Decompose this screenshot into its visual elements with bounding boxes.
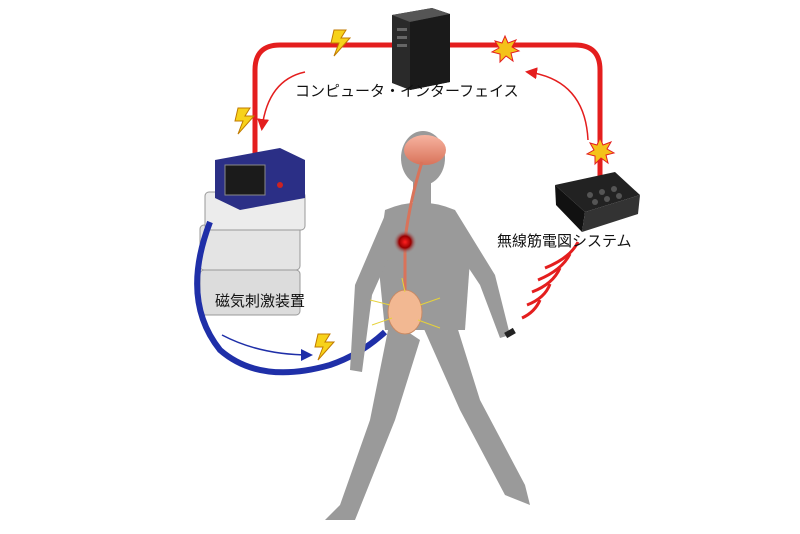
burst-icon (585, 136, 616, 166)
wireless-signal-icon (521, 241, 580, 320)
stimulation-point (393, 230, 417, 254)
flow-arrow-to-body (221, 334, 313, 361)
computer-server-icon (392, 8, 450, 90)
burst-icon (490, 34, 521, 64)
computer-interface-label: コンピュータ・インターフェイス (295, 82, 519, 100)
lightning-icon (330, 29, 352, 57)
flow-arrow-to-stimulator (257, 71, 306, 131)
magnetic-stimulator-label: 磁気刺激装置 (215, 292, 306, 310)
walking-person-silhouette (325, 131, 530, 520)
lightning-icon (234, 107, 256, 135)
lightning-icon (314, 333, 336, 361)
wireless-emg-case-icon (555, 172, 640, 232)
muscle-icon (369, 277, 441, 335)
flow-arrow-to-computer (525, 67, 589, 141)
emg-sensor (504, 327, 516, 339)
magnetic-stimulator-icon (199, 148, 306, 316)
brain-icon (404, 135, 446, 165)
wireless-emg-label: 無線筋電図システム (497, 232, 632, 250)
